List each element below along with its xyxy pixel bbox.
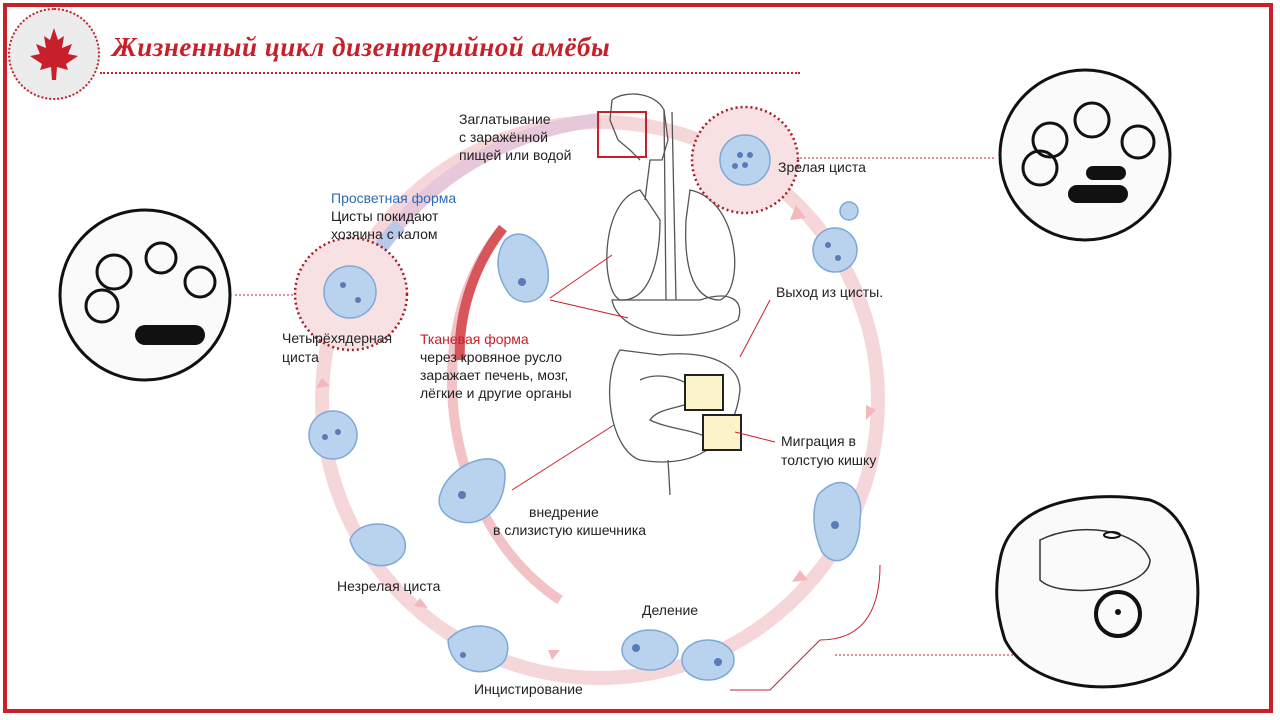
four-nuclear-label-1: Четырёхядерная <box>282 330 393 346</box>
cell-nuclei <box>322 152 841 666</box>
micrograph-trophozoite <box>995 495 1200 689</box>
ingestion-label-1: Заглатывание <box>459 111 551 127</box>
excystation-bud <box>839 201 859 221</box>
binuclear-cyst-cell <box>308 410 358 460</box>
tissue-form-line-3: лёгкие и другие органы <box>420 385 572 401</box>
mouth-highlight-box <box>597 111 647 158</box>
mature-cyst-cell <box>719 134 771 186</box>
tissue-trophozoite <box>497 233 549 303</box>
division-label: Деление <box>642 602 699 618</box>
ingestion-label-3: пищей или водой <box>459 147 572 163</box>
pointer-lines <box>235 157 1040 691</box>
dividing-cell-right <box>681 639 735 681</box>
luminal-form-line-2: хозяина с калом <box>331 226 438 242</box>
maple-leaf-icon <box>30 28 78 80</box>
slide-frame <box>3 3 1273 713</box>
tissue-form-heading: Тканевая форма <box>420 331 529 347</box>
dividing-cell-left <box>621 629 679 671</box>
colon-box-upper <box>684 374 724 411</box>
title-divider <box>100 72 800 75</box>
ingestion-label-2: с заражённой <box>459 129 548 145</box>
migration-label-2: толстую кишку <box>781 452 877 468</box>
invasion-label-1: внедрение <box>529 504 599 520</box>
four-nuclear-cyst-cell <box>323 265 377 319</box>
amoeba-cells <box>308 134 862 681</box>
trophozoite-migrating <box>813 482 862 562</box>
tissue-form-line-1: через кровяное русло <box>420 349 562 365</box>
invasion-label-2: в слизистую кишечника <box>493 522 647 538</box>
logo-badge <box>8 8 100 100</box>
tissue-arc-head <box>454 224 507 361</box>
excystation-cell <box>812 227 858 273</box>
luminal-form-line-1: Цисты покидают <box>331 208 439 224</box>
immature-cyst-label: Незрелая циста <box>337 578 441 594</box>
mature-cyst-label: Зрелая циста <box>778 159 866 175</box>
micrograph-mature-cyst <box>998 68 1172 242</box>
excystation-label: Выход из цисты. <box>776 284 884 300</box>
tissue-form-line-2: заражает печень, мозг, <box>420 367 569 383</box>
four-nuclear-label-2: циста <box>282 349 319 365</box>
migration-label-1: Миграция в <box>781 433 856 449</box>
page-title: Жизненный цикл дизентерийной амёбы <box>112 32 611 62</box>
luminal-form-heading: Просветная форма <box>331 190 457 206</box>
invading-trophozoite <box>438 458 506 524</box>
encysting-cell <box>447 625 509 673</box>
immature-cyst-cell <box>349 523 406 567</box>
micrograph-four-nuclear-cyst <box>58 208 232 382</box>
colon-box-lower <box>702 414 742 451</box>
encystation-label: Инцистирование <box>474 681 583 697</box>
